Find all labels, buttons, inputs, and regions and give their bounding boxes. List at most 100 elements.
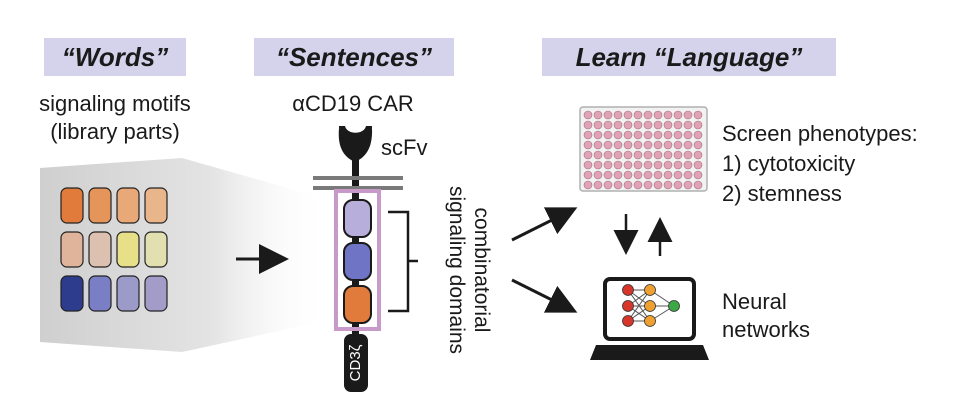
plate-well — [613, 150, 623, 160]
motif-block — [60, 275, 84, 312]
plate-well — [643, 180, 653, 190]
plate-well — [673, 170, 683, 180]
plate-well — [603, 150, 613, 160]
plate-well — [643, 150, 653, 160]
motif-block — [88, 231, 112, 268]
plate-well — [653, 150, 663, 160]
plate-well — [673, 160, 683, 170]
plate-well — [693, 180, 703, 190]
plate-well — [693, 140, 703, 150]
nn-node — [622, 284, 634, 296]
plate-well — [593, 170, 603, 180]
plate-well — [653, 110, 663, 120]
neural-label-line1: Neural — [722, 289, 787, 314]
plate-well — [603, 120, 613, 130]
plate-well — [633, 180, 643, 190]
car-to-network-arrow — [511, 278, 578, 313]
plate-well — [683, 130, 693, 140]
domains-bracket — [388, 210, 418, 313]
motif-block — [88, 275, 112, 312]
plate-well — [623, 140, 633, 150]
plate-well — [593, 160, 603, 170]
plate-well — [633, 150, 643, 160]
plate-well — [623, 180, 633, 190]
motif-block — [60, 187, 84, 224]
membrane-line-bottom — [313, 186, 403, 190]
plate-well — [593, 110, 603, 120]
plate-well — [683, 120, 693, 130]
phenotype-cytotoxicity: 1) cytotoxicity — [722, 151, 856, 176]
nn-edge — [627, 289, 651, 322]
plate-well — [583, 160, 593, 170]
plate-well — [623, 120, 633, 130]
plate-well — [663, 140, 673, 150]
car-construct: CD3ζ combinatorial signaling domains — [313, 126, 493, 392]
plate-well — [673, 130, 683, 140]
plate-well — [593, 140, 603, 150]
plate-well — [683, 110, 693, 120]
plate-well — [583, 180, 593, 190]
well-plate-icon — [579, 106, 708, 192]
plate-well — [673, 120, 683, 130]
plate-well — [683, 140, 693, 150]
plate-well — [613, 160, 623, 170]
plate-well — [623, 170, 633, 180]
plate-well — [633, 110, 643, 120]
screen-phenotypes-title: Screen phenotypes: — [722, 121, 918, 146]
laptop-neural-network-icon — [590, 277, 709, 360]
plate-well — [583, 130, 593, 140]
plate-well — [663, 170, 673, 180]
plate-well — [693, 160, 703, 170]
plate-well — [603, 130, 613, 140]
plate-well — [683, 180, 693, 190]
plate-well — [603, 110, 613, 120]
plate-well — [603, 140, 613, 150]
plate-well — [663, 110, 673, 120]
plate-well — [593, 150, 603, 160]
plate-well — [643, 120, 653, 130]
words-label-line2: (library parts) — [50, 119, 180, 144]
motif-library-grid — [60, 187, 168, 312]
signaling-domain-3 — [343, 285, 372, 324]
cd3z-label: CD3ζ — [347, 344, 364, 381]
plate-well — [643, 160, 653, 170]
plate-well — [603, 160, 613, 170]
plate-well — [633, 140, 643, 150]
plate-well — [613, 180, 623, 190]
sentences-header: “Sentences” — [254, 38, 454, 76]
motif-block — [116, 187, 140, 224]
plate-well — [673, 110, 683, 120]
plate-well — [653, 160, 663, 170]
domains-label-line1: combinatorial — [470, 208, 493, 333]
plate-well — [633, 120, 643, 130]
plate-well — [633, 170, 643, 180]
words-label-line1: signaling motifs — [39, 91, 191, 116]
plate-well — [633, 160, 643, 170]
plate-well — [623, 160, 633, 170]
plate-well — [693, 120, 703, 130]
nn-node — [622, 315, 634, 327]
plate-well — [623, 130, 633, 140]
car-title: αCD19 CAR — [292, 91, 414, 116]
plate-well — [593, 130, 603, 140]
plate-well — [673, 150, 683, 160]
plate-well — [603, 180, 613, 190]
library-zoom-fan — [40, 158, 330, 352]
signaling-domain-box — [334, 189, 381, 331]
nn-node — [668, 300, 680, 312]
plate-well — [623, 110, 633, 120]
plate-well — [663, 180, 673, 190]
plate-well — [643, 140, 653, 150]
signaling-domain-2 — [343, 242, 372, 281]
motif-block — [88, 187, 112, 224]
language-header: Learn “Language” — [542, 38, 836, 76]
motif-block — [144, 187, 168, 224]
plate-well — [613, 110, 623, 120]
plate-well — [653, 130, 663, 140]
plate-well — [683, 150, 693, 160]
plate-well — [663, 120, 673, 130]
nn-node — [644, 284, 656, 296]
plate-well — [653, 120, 663, 130]
plate-well — [673, 180, 683, 190]
motif-block — [60, 231, 84, 268]
